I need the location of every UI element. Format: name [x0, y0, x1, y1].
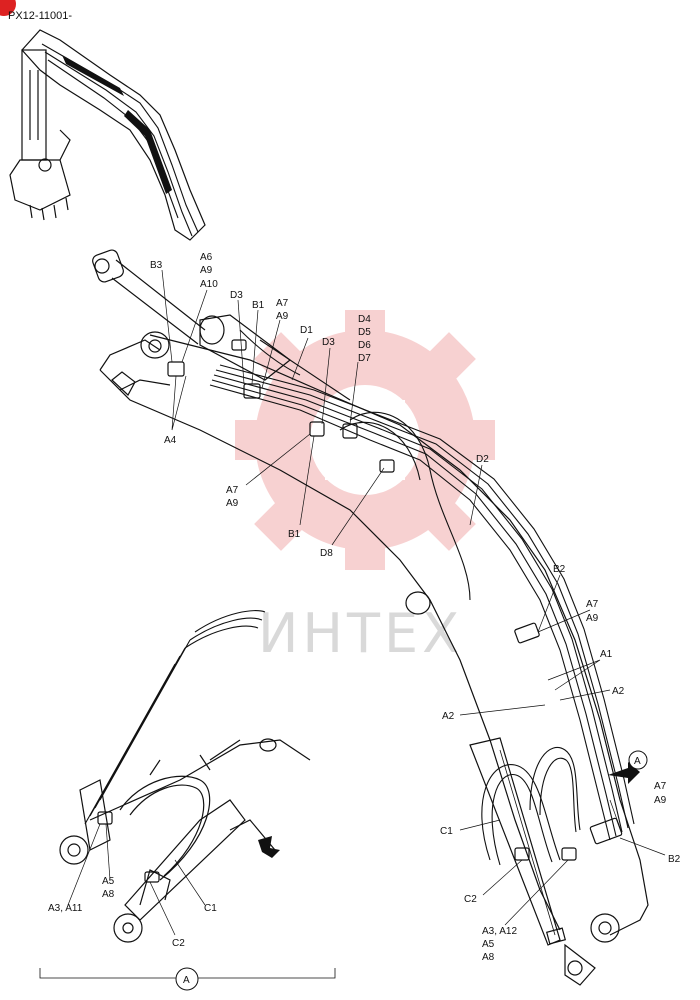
- part-code: PX12-11001-: [8, 10, 72, 22]
- callout-a7-1: A7: [276, 298, 289, 309]
- callout-a7-3: A7: [586, 599, 599, 610]
- callout-a5-1: A5: [482, 939, 495, 950]
- callout-a8-1: A8: [482, 952, 495, 963]
- callout-d1: D1: [300, 325, 313, 336]
- callout-c2-2: C2: [172, 938, 185, 949]
- callout-a9-4: A9: [586, 613, 599, 624]
- callout-d3-1: D3: [230, 290, 243, 301]
- callout-b2-1: B2: [553, 564, 566, 575]
- callout-a1: A1: [600, 649, 613, 660]
- callout-d7: D7: [358, 353, 371, 364]
- callout-c1-1: C1: [440, 826, 453, 837]
- callout-d8: D8: [320, 548, 333, 559]
- callout-a9-3: A9: [226, 498, 239, 509]
- callout-b3: B3: [150, 260, 163, 271]
- view-a-arrow-icon: [608, 762, 640, 784]
- view-a-bottom-circle: [175, 967, 199, 991]
- callout-a9-1: A9: [200, 265, 213, 276]
- view-a-circle: [628, 750, 648, 770]
- callout-a2-1: A2: [612, 686, 625, 697]
- watermark-text: ИНТЕХ: [258, 602, 463, 665]
- callout-b2-2: B2: [668, 854, 681, 865]
- callout-c1-2: C1: [204, 903, 217, 914]
- callout-d4: D4: [358, 314, 371, 325]
- view-a-bottom-label: A: [183, 975, 190, 986]
- corner-marker-icon: [0, 0, 16, 16]
- view-a-label: A: [634, 756, 641, 767]
- callout-d3-2: D3: [322, 337, 335, 348]
- callout-a6: A6: [200, 252, 213, 263]
- callout-a9-2: A9: [276, 311, 289, 322]
- callout-a7-4: A7: [654, 781, 667, 792]
- callout-a2-2: A2: [442, 711, 455, 722]
- leader-lines: [67, 269, 666, 936]
- callout-a5-2: A5: [102, 876, 115, 887]
- callout-a9-5: A9: [654, 795, 667, 806]
- callout-d6: D6: [358, 340, 371, 351]
- thumbnail-excavator: [9, 29, 206, 241]
- detail-view-a: [59, 610, 311, 943]
- callout-labels: B3 A6 A9 A10 D3 B1 A7 A9 D1 D3 D4 D5 D6 …: [48, 252, 681, 963]
- callout-a3-a11: A3, A11: [48, 903, 83, 914]
- callout-d2: D2: [476, 454, 489, 465]
- callout-b1-1: B1: [252, 300, 265, 311]
- callout-c2-1: C2: [464, 894, 477, 905]
- callout-a3-a12: A3, A12: [482, 926, 517, 937]
- callout-b1-2: B1: [288, 529, 301, 540]
- callout-a4: A4: [164, 435, 177, 446]
- callout-d5: D5: [358, 327, 371, 338]
- callout-a7-2: A7: [226, 485, 239, 496]
- callout-a8-2: A8: [102, 889, 115, 900]
- callout-a10: A10: [200, 279, 218, 290]
